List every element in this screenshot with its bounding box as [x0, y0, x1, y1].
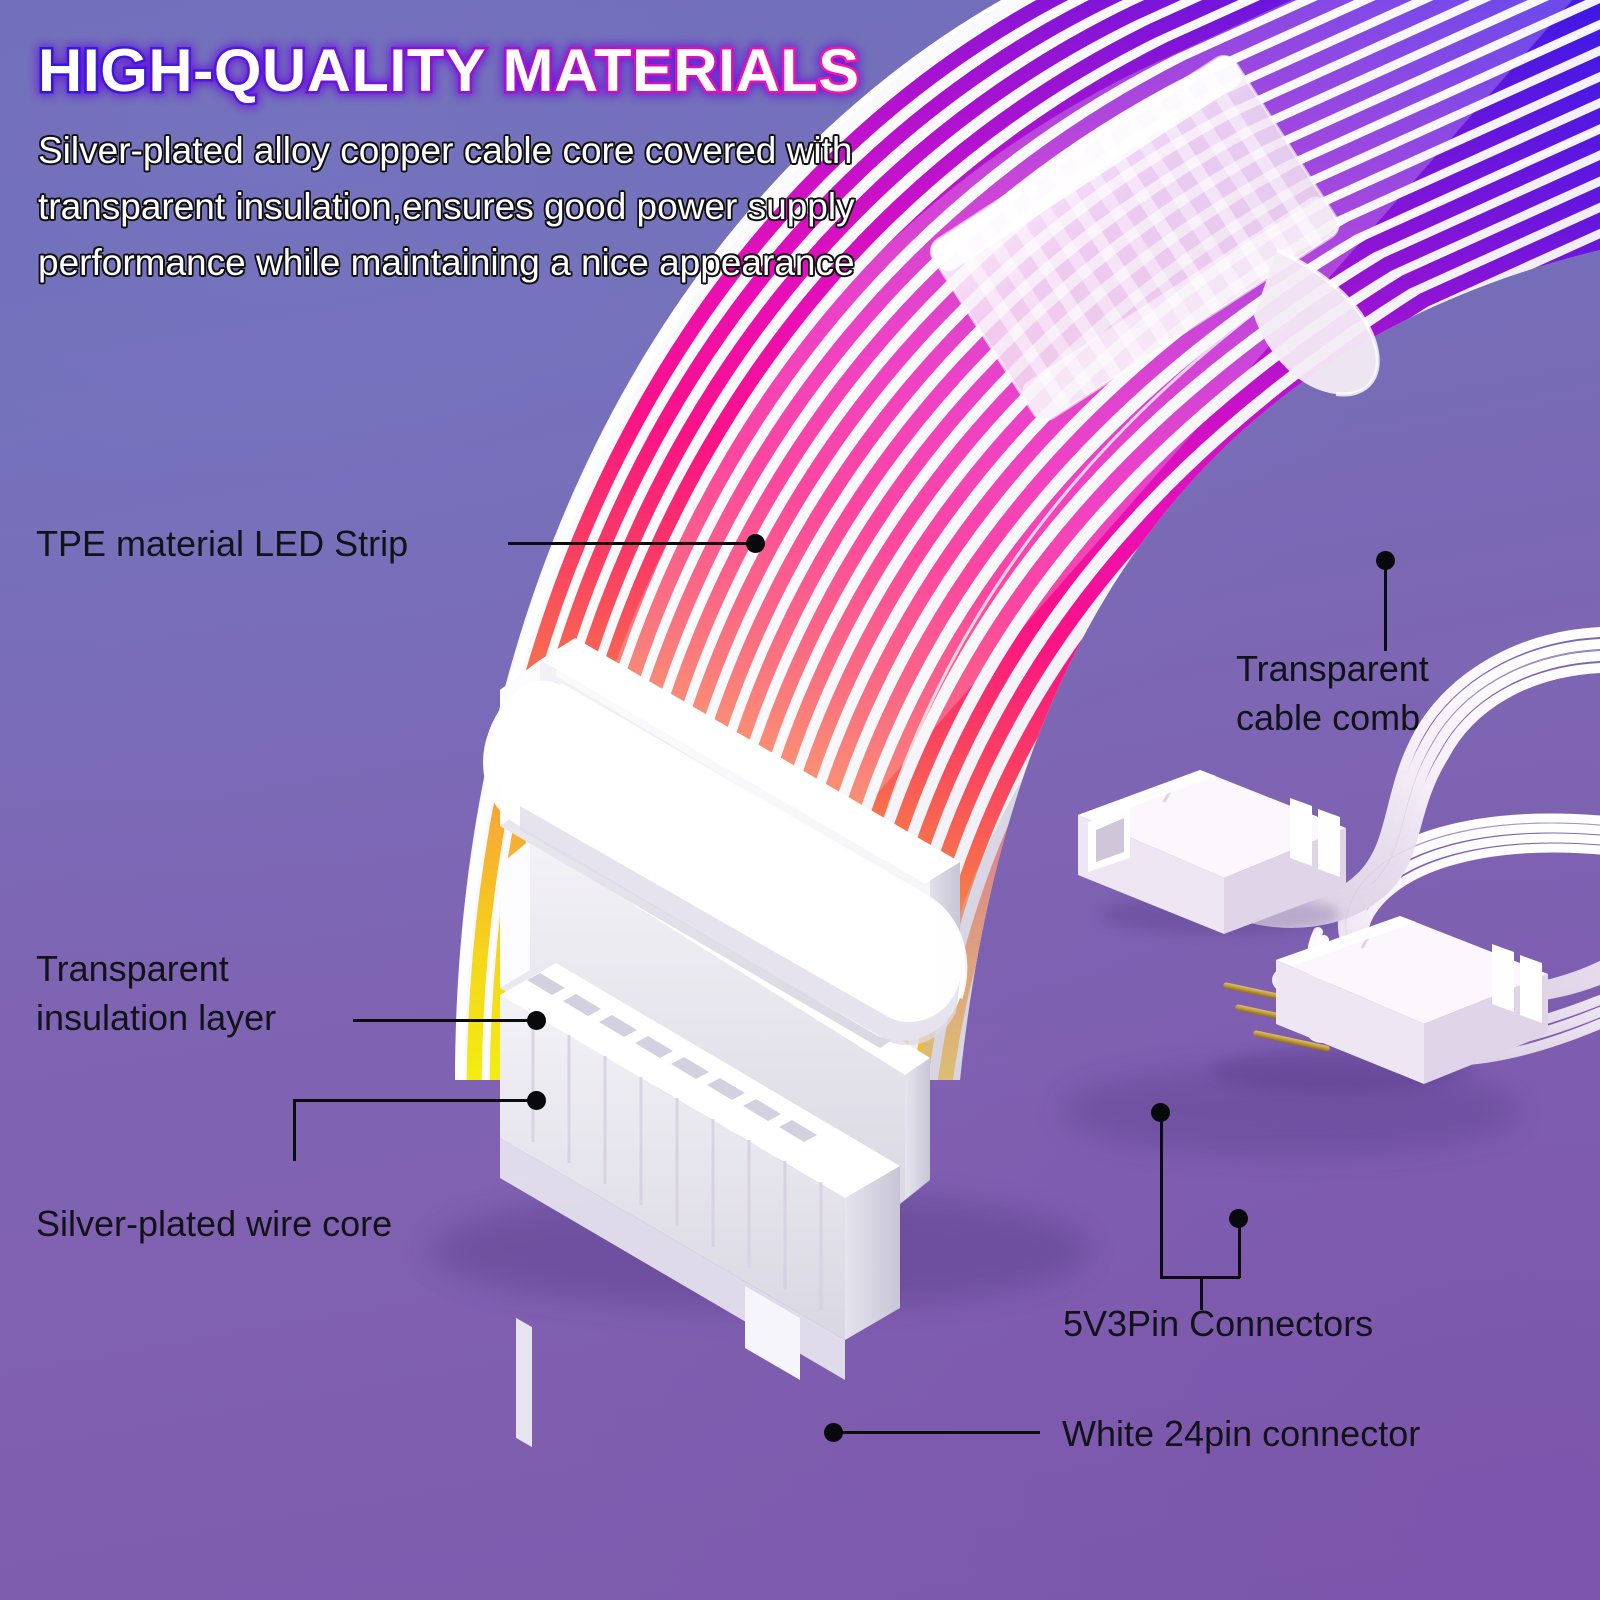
leader-dot-5v3pin-female [1151, 1103, 1170, 1122]
title-stroke: HIGH-QUALITY MATERIALS [35, 35, 861, 107]
description-line-3: performance while maintaining a nice app… [38, 242, 855, 283]
leader-bracket-stem [1200, 1276, 1203, 1310]
leader-dot-comb [1376, 551, 1395, 570]
callout-white-24pin-connector: White 24pin connector [1062, 1413, 1421, 1454]
connector-24pin [483, 638, 968, 1448]
leader-dot-tpe [746, 534, 765, 553]
leader-line-core-h [293, 1099, 538, 1102]
leader-dot-insulation [527, 1011, 546, 1030]
title-glow: HIGH-QUALITY MATERIALS [34, 33, 863, 108]
connector-5v3pin-female [1078, 770, 1346, 935]
silver-wire-cores [507, 927, 877, 1207]
title-text: HIGH-QUALITY MATERIALS [38, 37, 860, 104]
callout-transparent-cable-comb: Transparent cable comb [1236, 648, 1429, 738]
connector-top-block [500, 638, 960, 1048]
cable-comb [929, 55, 1380, 422]
leader-line-24pin [840, 1431, 1040, 1434]
connector-comb-body [500, 963, 900, 1448]
callout-silver-plated-wire-core: Silver-plated wire core [36, 1203, 393, 1244]
callout-tpe-led-strip: TPE material LED Strip [36, 523, 409, 564]
leader-line-comb [1384, 565, 1387, 651]
leader-dot-core [527, 1091, 546, 1110]
leader-branch-female [1160, 1112, 1163, 1278]
description-line-2: transparent insulation,ensures good powe… [38, 186, 855, 227]
callout-5v3pin-connectors: 5V3Pin Connectors [1063, 1303, 1374, 1344]
connector-5v3pin-male [1210, 916, 1548, 1092]
leader-branch-male [1238, 1218, 1241, 1278]
page-title: HIGH-QUALITY MATERIALS HIGH-QUALITY MATE… [34, 33, 863, 108]
callout-transparent-insulation-layer: Transparent insulation layer [36, 948, 277, 1038]
leader-line-insulation [353, 1019, 538, 1022]
leader-line-tpe [508, 542, 758, 545]
leader-line-core-v [293, 1099, 296, 1161]
gold-pins [1223, 982, 1330, 1052]
leader-dot-24pin [824, 1423, 843, 1442]
description-line-1: Silver-plated alloy copper cable core co… [38, 130, 853, 171]
leader-dot-5v3pin-male [1229, 1209, 1248, 1228]
